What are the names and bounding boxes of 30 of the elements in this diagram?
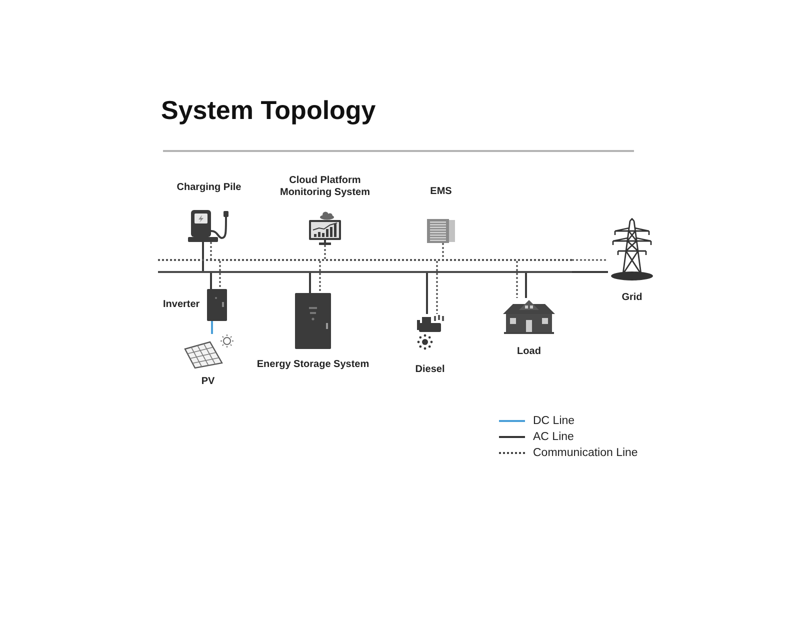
dashed-connector-line bbox=[516, 261, 518, 298]
node-label: Cloud Platform Monitoring System bbox=[278, 175, 371, 199]
node-label: Grid bbox=[622, 292, 642, 304]
dashed-connector-line bbox=[210, 242, 212, 259]
dashed-connector-line bbox=[442, 243, 444, 259]
node-label: Energy Storage System bbox=[256, 359, 370, 371]
bus-line bbox=[158, 271, 572, 273]
connector-line bbox=[211, 321, 213, 334]
connector-line bbox=[210, 273, 212, 289]
node-label: Charging Pile bbox=[176, 182, 242, 194]
dashed-connector-line bbox=[319, 261, 321, 293]
node-label: Inverter bbox=[163, 299, 200, 311]
connector-line bbox=[572, 271, 608, 273]
connector-line bbox=[525, 273, 527, 298]
legend-label: DC Line bbox=[533, 414, 575, 428]
dashed-connector-line bbox=[572, 259, 608, 261]
node-label: EMS bbox=[430, 186, 452, 198]
node-label: Diesel bbox=[415, 364, 445, 376]
legend-label: AC Line bbox=[533, 430, 574, 444]
connector-line bbox=[202, 242, 204, 271]
dotted-bus-line bbox=[158, 259, 572, 261]
legend-label: Communication Line bbox=[533, 446, 638, 460]
dashed-connector-line bbox=[436, 261, 438, 314]
node-label: Load bbox=[517, 346, 541, 358]
dashed-connector-line bbox=[324, 245, 326, 259]
connector-line bbox=[426, 273, 428, 314]
node-label: PV bbox=[201, 376, 215, 388]
dashed-connector-line bbox=[219, 261, 221, 289]
diagram-title: System Topology bbox=[161, 94, 376, 126]
connector-line bbox=[309, 273, 311, 293]
